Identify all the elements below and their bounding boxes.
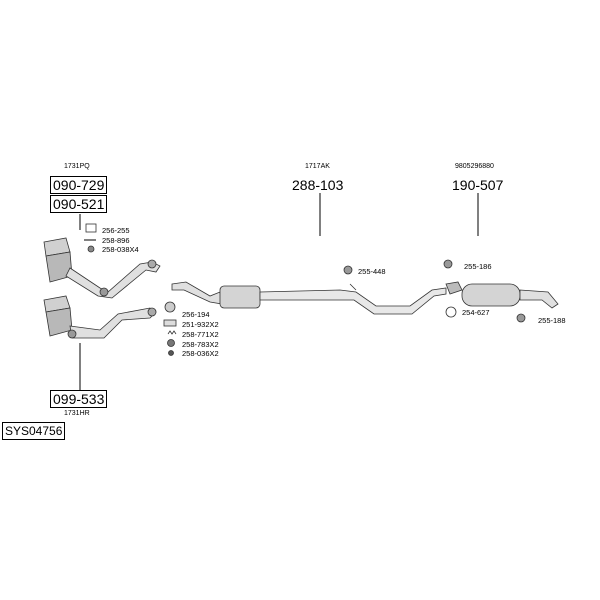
part-number-288-103[interactable]: 288-103 (292, 177, 344, 193)
front-gaskets (85, 223, 177, 356)
ref-label-middle: 1717AK (305, 163, 330, 170)
part-label-256-194[interactable]: 256-194 (182, 310, 210, 319)
part-label-255-448[interactable]: 255-448 (358, 267, 386, 276)
part-label-258-036[interactable]: 258-036X2 (182, 349, 219, 358)
part-label-255-188[interactable]: 255-188 (538, 316, 566, 325)
part-label-255-186[interactable]: 255-186 (464, 262, 492, 271)
part-label-258-896[interactable]: 258-896 (102, 236, 130, 245)
part-number-190-507[interactable]: 190-507 (452, 177, 504, 193)
system-code: SYS04756 (2, 422, 66, 440)
part-label-254-627[interactable]: 254-627 (462, 308, 490, 317)
part-label-251-932[interactable]: 251-932X2 (182, 320, 219, 329)
upper-catalyst-assembly (43, 237, 161, 299)
part-label-258-038[interactable]: 258-038X4 (102, 245, 139, 254)
part-number-090-521[interactable]: 090-521 (50, 195, 108, 213)
part-number-090-729[interactable]: 090-729 (50, 176, 108, 194)
ref-label-upper: 1731PQ (64, 163, 90, 170)
ref-label-lower: 1731HR (64, 410, 90, 417)
part-label-258-771[interactable]: 258-771X2 (182, 330, 219, 339)
rear-silencer (443, 259, 559, 323)
lower-catalyst-assembly (43, 295, 157, 339)
part-label-258-783[interactable]: 258-783X2 (182, 340, 219, 349)
part-label-256-255[interactable]: 256-255 (102, 226, 130, 235)
ref-label-rear: 9805296880 (455, 163, 494, 170)
part-number-099-533[interactable]: 099-533 (50, 390, 108, 408)
middle-silencer (171, 265, 447, 315)
